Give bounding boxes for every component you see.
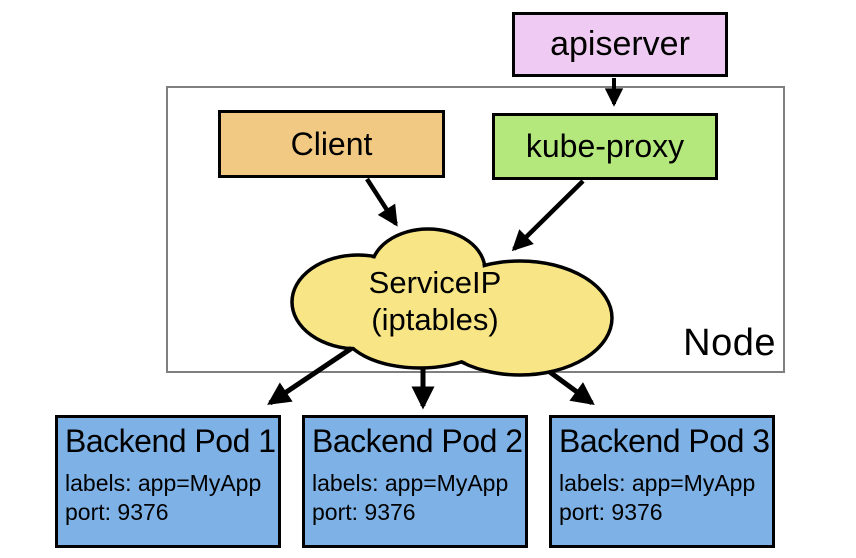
backend-pod-1-box: Backend Pod 1 labels: app=MyApp port: 93…: [55, 415, 281, 548]
backend-pod-1-title: Backend Pod 1: [65, 423, 276, 459]
backend-pod-3-box: Backend Pod 3 labels: app=MyApp port: 93…: [549, 415, 775, 548]
client-box: Client: [218, 110, 445, 178]
apiserver-box: apiserver: [512, 12, 728, 77]
backend-pod-3-title: Backend Pod 3: [559, 423, 770, 459]
backend-pod-1-labels: labels: app=MyApp: [65, 470, 262, 496]
backend-pod-2-port: port: 9376: [312, 499, 416, 525]
backend-pod-1-port: port: 9376: [65, 499, 169, 525]
service-ip-line2: (iptables): [371, 302, 499, 337]
backend-pod-3-port: port: 9376: [559, 499, 663, 525]
backend-pod-2-labels: labels: app=MyApp: [312, 470, 509, 496]
node-label: Node: [683, 322, 776, 364]
backend-pod-2-box: Backend Pod 2 labels: app=MyApp port: 93…: [302, 415, 528, 548]
client-label: Client: [290, 125, 373, 162]
service-ip-line1: ServiceIP: [368, 265, 502, 300]
apiserver-label: apiserver: [550, 25, 690, 63]
service-ip-cloud-label: ServiceIP (iptables): [320, 264, 550, 338]
kube-proxy-label: kube-proxy: [525, 128, 685, 164]
backend-pod-2-title: Backend Pod 2: [312, 423, 523, 459]
kube-proxy-box: kube-proxy: [492, 113, 718, 180]
backend-pod-3-labels: labels: app=MyApp: [559, 470, 756, 496]
